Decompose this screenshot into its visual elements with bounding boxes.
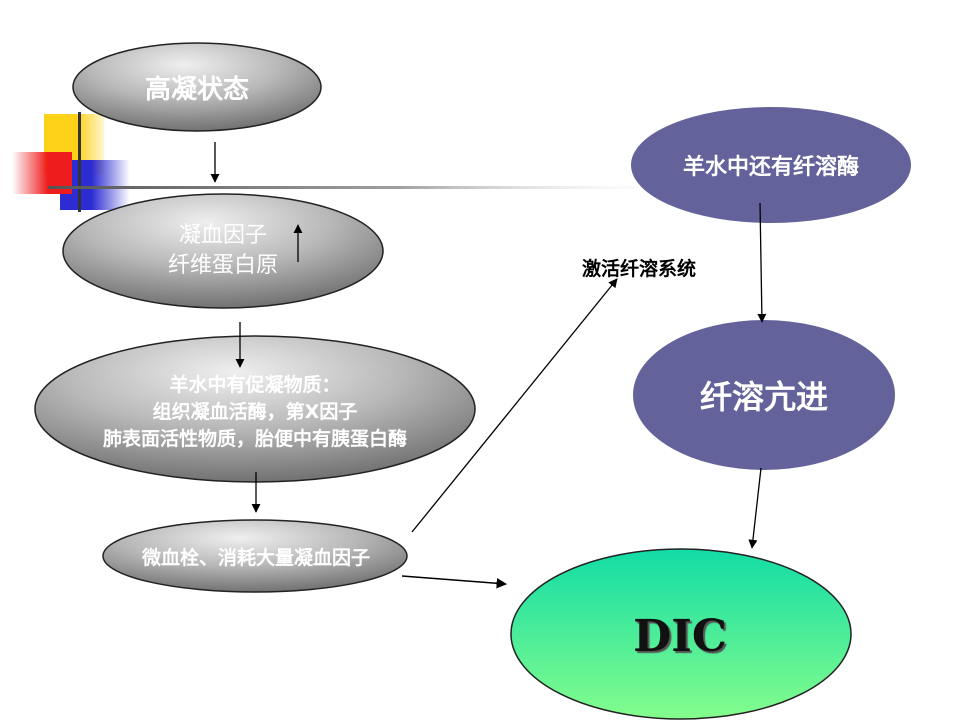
factors-text-line2: 纤维蛋白原 [167,253,278,278]
microthrombus-text: 微血栓、消耗大量凝血因子 [141,546,370,569]
decor-vertical-rule [78,112,81,212]
node-fibrinolysin [631,107,911,223]
node-dic-label: DIC [580,608,780,664]
node-hypercoag-label: 高凝状态 [90,64,304,110]
edge-label-activate: 激活纤溶系统 [582,258,697,280]
node-microthrombus [102,519,408,593]
dic-text: DIC [633,610,727,662]
arrow-microthrombus-to-activate [411,278,618,533]
factors-text-line1: 凝血因子 [178,223,267,248]
procoag-text-line3: 肺表面活性物质，胎便中有胰蛋白酶 [102,427,407,450]
node-procoag [34,335,476,483]
node-dic [510,548,852,720]
hypercoag-text: 高凝状态 [144,74,249,105]
node-factors [62,193,384,309]
node-factors-label: 凝血因子 纤维蛋白原 [120,218,326,284]
arrow-microthrombus-to-dic [401,575,508,589]
procoag-text-line2: 组织凝血活酶，第X因子 [152,400,358,423]
node-procoag-label: 羊水中有促凝物质： 组织凝血活酶，第X因子 肺表面活性物质，胎便中有胰蛋白酶 [40,368,470,456]
arrow-hyperfibrinolysis-to-dic [748,467,762,549]
node-hyperfibrinolysis [633,320,895,470]
fibrinolysin-text: 羊水中还有纤溶酶 [682,155,859,180]
node-fibrinolysin-label: 羊水中还有纤溶酶 [640,148,902,182]
hyperfibrinolysis-text: 纤溶亢进 [699,378,828,416]
node-hypercoag [72,42,322,132]
node-microthrombus-label: 微血栓、消耗大量凝血因子 [104,540,408,572]
node-hyperfibrinolysis-label: 纤溶亢进 [650,372,878,418]
arrow-fibrinolysin-to-hyperfibrinolysis [757,202,767,323]
procoag-text-line1: 羊水中有促凝物质： [169,373,341,396]
decor-horizontal-rule [48,186,688,189]
